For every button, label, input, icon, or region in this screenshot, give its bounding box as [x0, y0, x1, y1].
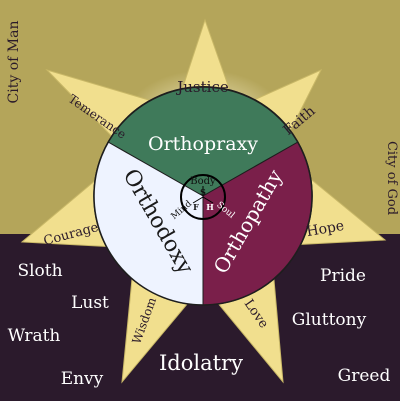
- vice-greed: Greed: [338, 366, 391, 386]
- core-body-label: Body: [190, 176, 216, 187]
- city-of-man-label: City of Man: [6, 21, 22, 104]
- virtue-hope: Hope: [305, 218, 345, 240]
- inner-divider-left: [192, 196, 204, 204]
- central-circle-outline: [93, 86, 313, 306]
- inner-divider-right: [202, 196, 214, 204]
- vice-envy: Envy: [61, 369, 104, 389]
- orthopraxy-label: Orthopraxy: [148, 133, 258, 155]
- core-s-letter: S: [200, 187, 206, 197]
- inner-core-ring: [180, 174, 226, 220]
- vice-idolatry: Idolatry: [159, 351, 243, 375]
- virtue-justice: Justice: [175, 78, 229, 96]
- central-circle: [93, 86, 313, 306]
- vice-sloth: Sloth: [17, 261, 62, 281]
- vice-pride: Pride: [320, 266, 366, 286]
- vice-lust: Lust: [71, 293, 109, 313]
- city-of-god-label: City of God: [384, 141, 399, 215]
- core-h-letter: H: [206, 202, 214, 212]
- core-f-letter: F: [193, 202, 199, 212]
- vice-gluttony: Gluttony: [292, 310, 367, 330]
- vice-wrath: Wrath: [8, 326, 61, 346]
